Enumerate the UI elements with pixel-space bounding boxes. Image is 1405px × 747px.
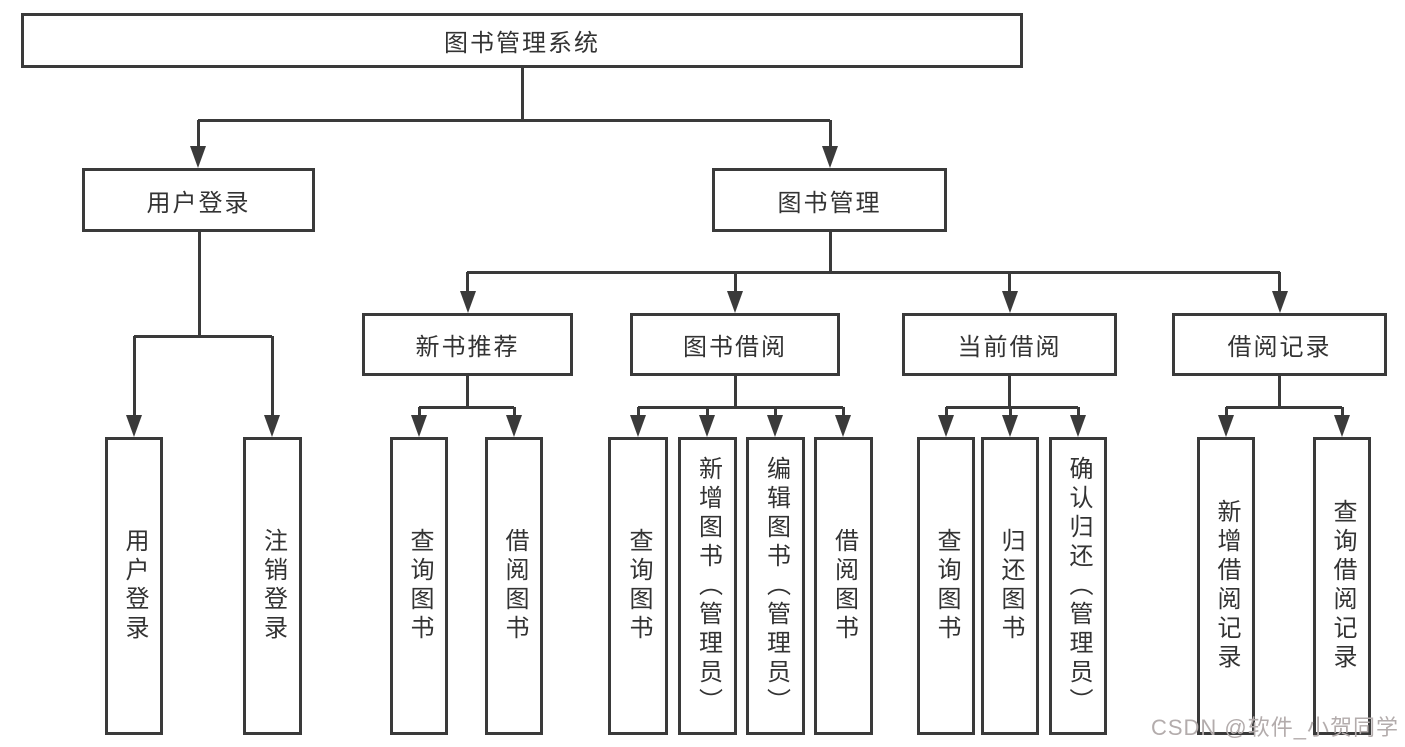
connector-line [134, 334, 272, 338]
arrow-down-icon [264, 415, 280, 437]
leaf-borrow-books-recommend: 借阅图书 [485, 437, 543, 735]
connector-line [1008, 272, 1011, 291]
node-user-login: 用户登录 [82, 168, 315, 232]
connector-line [196, 120, 200, 146]
node-book-borrow: 图书借阅 [630, 313, 840, 376]
connector-line [946, 405, 1078, 409]
connector-line [1226, 405, 1342, 409]
leaf-query-books-current: 查询图书 [917, 437, 975, 735]
connector-line [773, 407, 777, 415]
node-book-management: 图书管理 [712, 168, 947, 232]
leaf-add-borrow-record: 新增借阅记录 [1197, 437, 1255, 735]
arrow-down-icon [699, 415, 715, 437]
connector-line [132, 336, 136, 415]
arrow-down-icon [727, 291, 743, 313]
connector-line [733, 272, 737, 291]
connector-line [466, 376, 469, 407]
connector-line [733, 376, 737, 407]
leaf-edit-books-admin: 编辑图书（管理员） [746, 437, 805, 735]
connector-line [1008, 376, 1011, 407]
connector-line [467, 270, 1280, 274]
arrow-down-icon [1218, 415, 1234, 437]
connector-line [419, 405, 514, 409]
connector-line [1340, 407, 1344, 415]
arrow-down-icon [126, 415, 142, 437]
connector-line [828, 120, 832, 146]
leaf-return-books: 归还图书 [981, 437, 1039, 735]
connector-line [197, 232, 201, 336]
leaf-query-books-borrow: 查询图书 [608, 437, 668, 735]
node-borrow-records: 借阅记录 [1172, 313, 1387, 376]
arrow-down-icon [411, 415, 427, 437]
connector-line [944, 407, 948, 415]
arrow-down-icon [822, 146, 838, 168]
arrow-down-icon [1334, 415, 1350, 437]
connector-line [417, 407, 421, 415]
csdn-watermark: CSDN @软件_小贺同学 [1150, 715, 1399, 740]
leaf-logout: 注销登录 [243, 437, 302, 735]
leaf-add-books-admin: 新增图书（管理员） [678, 437, 737, 735]
node-root: 图书管理系统 [21, 13, 1023, 68]
arrow-down-icon [938, 415, 954, 437]
arrow-down-icon [1271, 291, 1288, 313]
leaf-user-login: 用户登录 [105, 437, 163, 735]
connector-line [1224, 407, 1228, 415]
connector-line [636, 407, 640, 415]
connector-line [841, 407, 845, 415]
arrow-down-icon [630, 415, 646, 437]
connector-line [466, 272, 469, 291]
connector-line [1278, 376, 1281, 407]
connector-line [1008, 407, 1012, 415]
arrow-down-icon [767, 415, 783, 437]
leaf-query-borrow-record: 查询借阅记录 [1313, 437, 1371, 735]
connector-line [520, 68, 524, 120]
connector-line [270, 336, 274, 415]
connector-line [638, 405, 843, 409]
arrow-down-icon [459, 291, 476, 313]
arrow-down-icon [835, 415, 851, 437]
arrow-down-icon [1002, 415, 1018, 437]
arrow-down-icon [190, 146, 206, 168]
connector-line [512, 407, 516, 415]
connector-line [1076, 407, 1080, 415]
leaf-query-books-recommend: 查询图书 [390, 437, 448, 735]
connector-line [828, 232, 832, 272]
leaf-confirm-return-admin: 确认归还（管理员） [1049, 437, 1107, 735]
connector-line [705, 407, 709, 415]
connector-line [1278, 272, 1281, 291]
node-new-book-recommend: 新书推荐 [362, 313, 573, 376]
node-current-borrow: 当前借阅 [902, 313, 1117, 376]
connector-line [198, 118, 830, 122]
arrow-down-icon [1070, 415, 1086, 437]
leaf-borrow-books: 借阅图书 [814, 437, 873, 735]
arrow-down-icon [1001, 291, 1018, 313]
arrow-down-icon [506, 415, 522, 437]
